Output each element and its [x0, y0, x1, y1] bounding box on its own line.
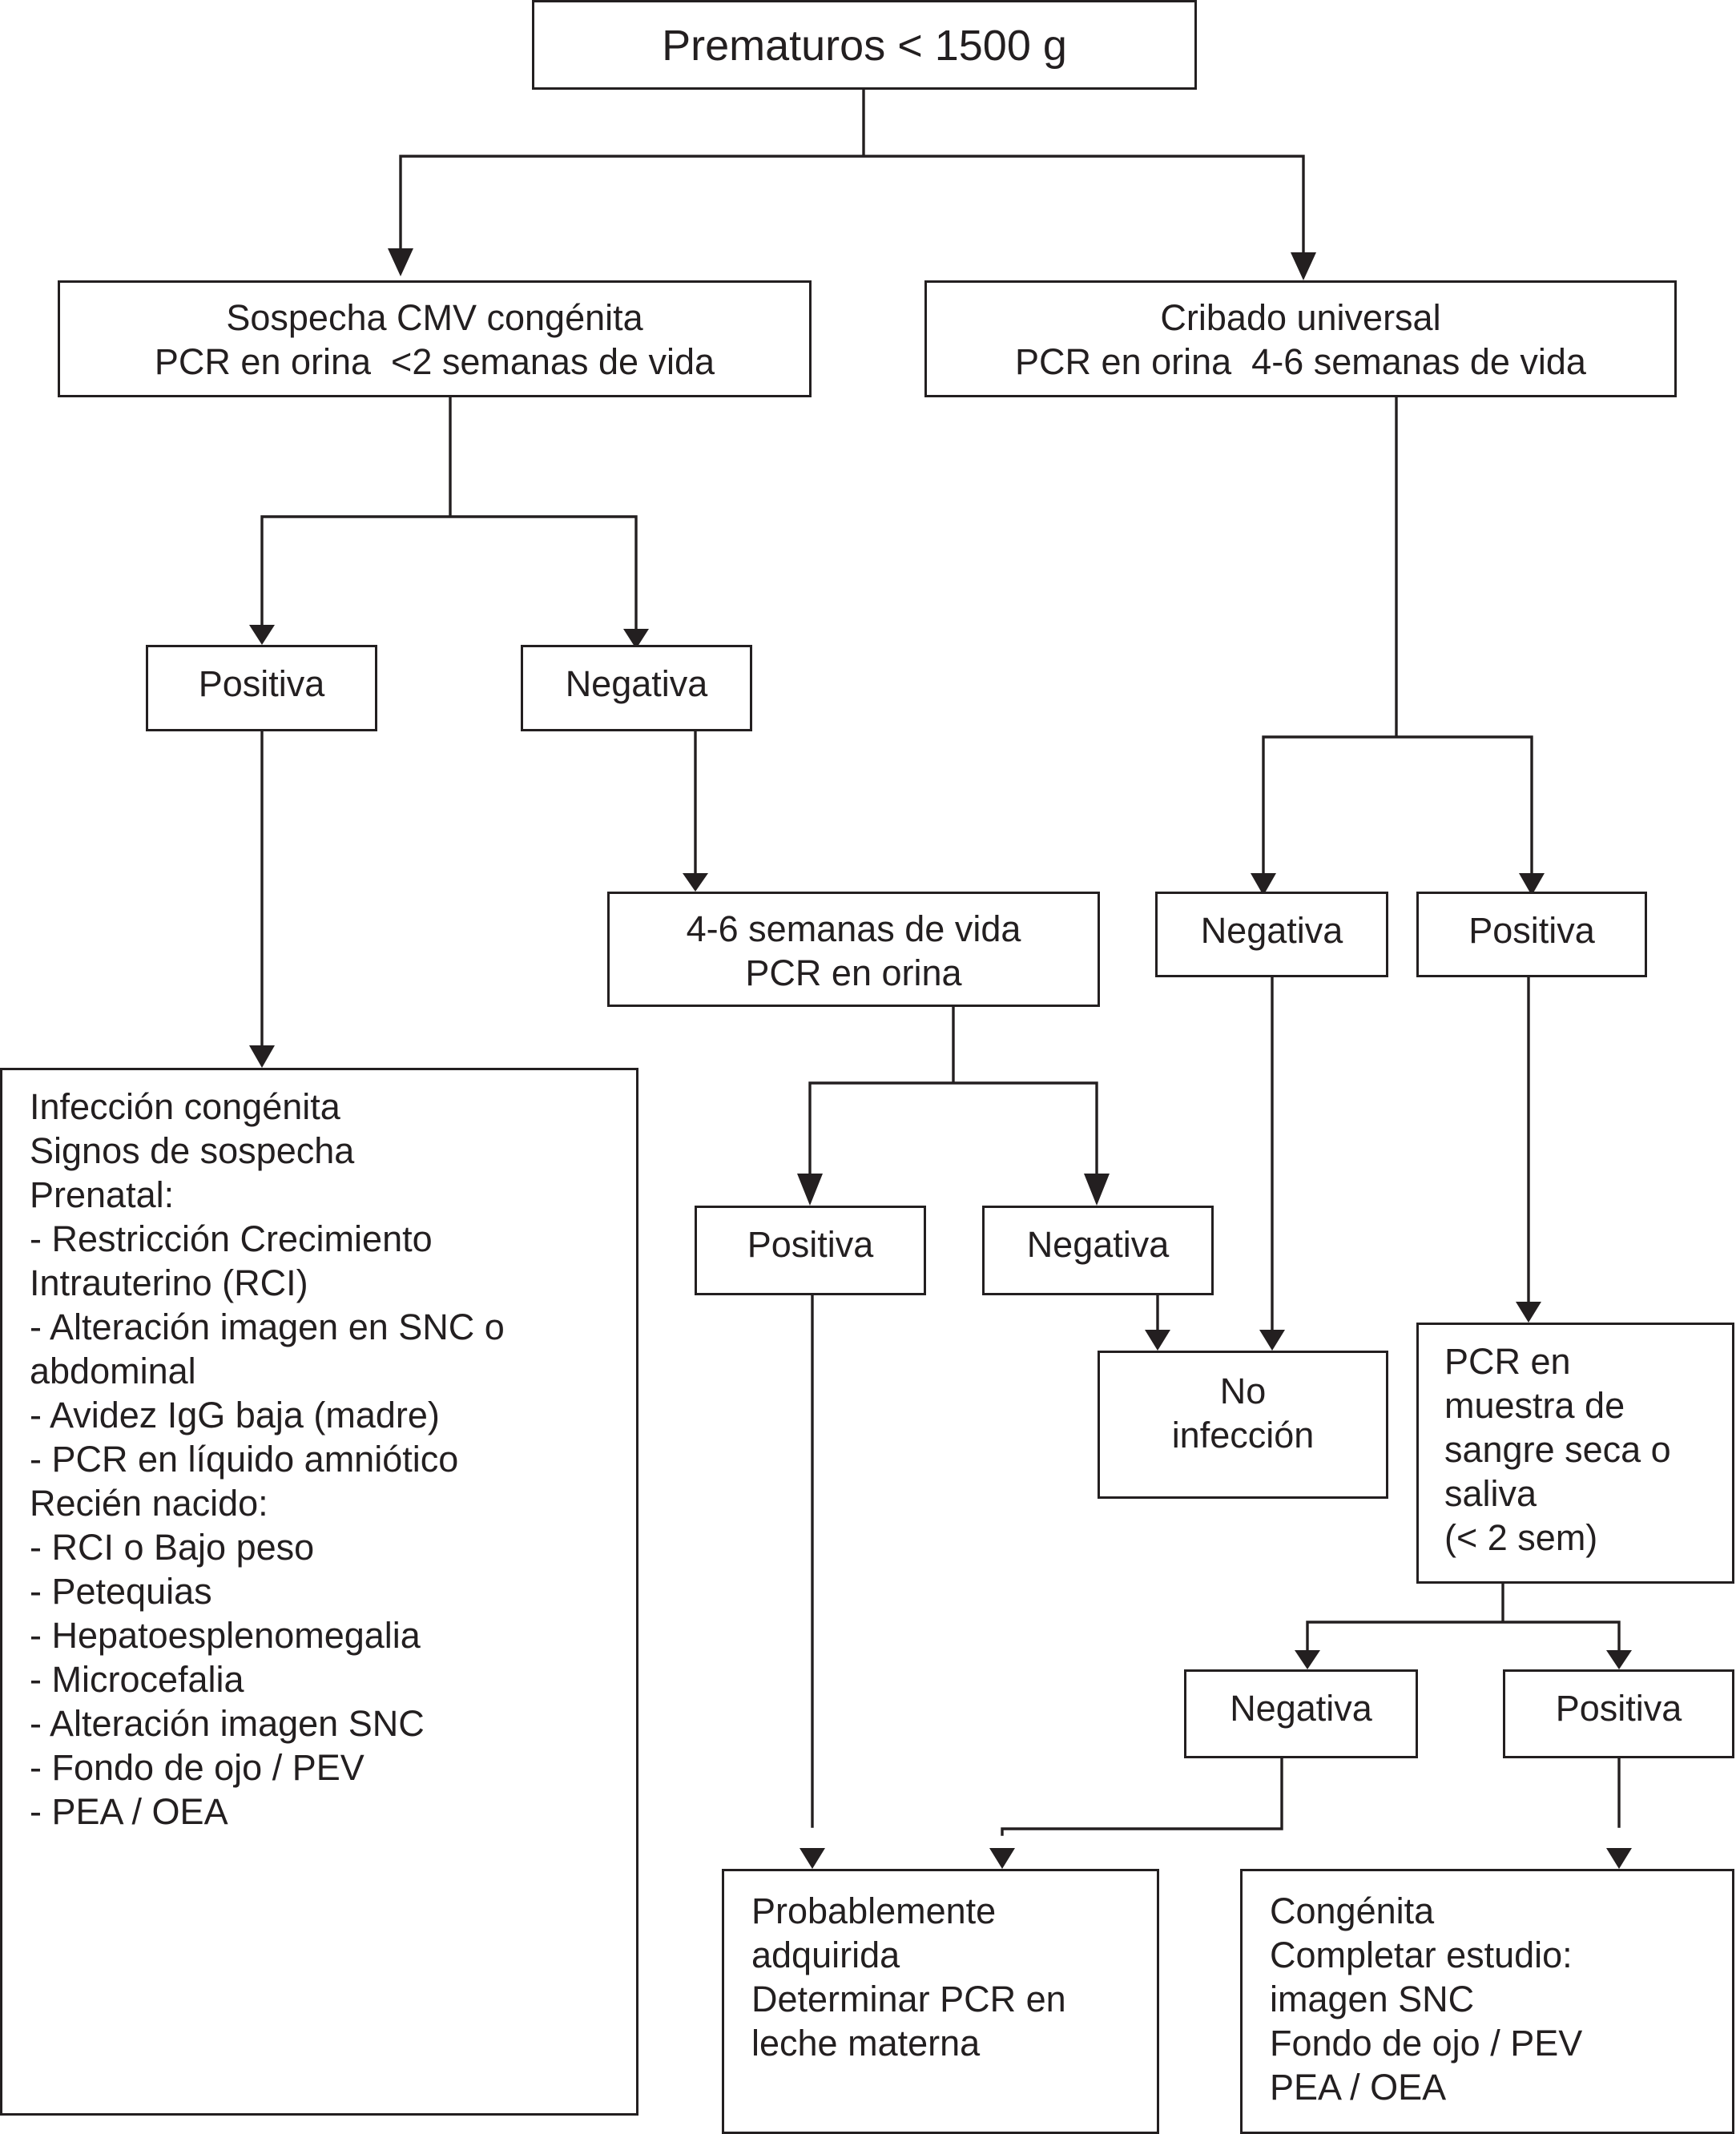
cribado-negativa-box: Negativa	[1155, 892, 1388, 977]
box-text-line: - PEA / OEA	[30, 1791, 228, 1832]
sospecha-positiva-box: Positiva	[146, 645, 377, 731]
arrowhead-repeat-positiva	[797, 1174, 823, 1206]
box-text-line: PCR en orina <2 semanas de vida	[154, 341, 715, 382]
box-text-line: Infección congénita	[30, 1086, 340, 1127]
box-text-line: sangre seca o	[1444, 1429, 1671, 1470]
box-text-line: Congénita	[1270, 1890, 1435, 1931]
box-text-line: Positiva	[1468, 910, 1595, 951]
box-text-line: - Fondo de ojo / PEV	[30, 1747, 365, 1788]
connector-cribado-to-results	[1262, 396, 1533, 875]
repeat-positiva-box: Positiva	[695, 1206, 926, 1295]
box-text-line: Negativa	[1200, 910, 1343, 951]
box-text-line: Negativa	[1026, 1224, 1170, 1265]
box-text-line: PCR en	[1444, 1341, 1571, 1382]
box-text-line: - Alteración imagen en SNC o	[30, 1307, 505, 1347]
box-text-line: PCR en orina 4-6 semanas de vida	[1015, 341, 1586, 382]
arrowhead-congenita	[1606, 1848, 1632, 1869]
dried-positiva-box: Positiva	[1503, 1669, 1734, 1758]
arrowhead-repeat-negativa	[1084, 1174, 1110, 1206]
arrowhead-dried-positiva	[1606, 1650, 1632, 1669]
arrowhead-dried-negativa	[1295, 1650, 1320, 1669]
repeat-negativa-box: Negativa	[982, 1206, 1214, 1295]
arrowhead-dried	[1516, 1302, 1541, 1323]
arrowhead-repeat	[683, 873, 708, 892]
box-text-line: Negativa	[565, 663, 708, 704]
box-text-line: abdominal	[30, 1351, 196, 1391]
box-text-line: - Petequias	[30, 1571, 212, 1612]
box-text-line: Fondo de ojo / PEV	[1270, 2023, 1583, 2064]
box-text-line: PCR en orina	[745, 952, 962, 993]
arrowhead-adquirida-left	[800, 1848, 825, 1869]
connector-dried-negativa-to-adquirida	[1001, 1757, 1283, 1836]
box-text-line: Positiva	[747, 1224, 874, 1265]
box-text-line: - Hepatoesplenomegalia	[30, 1615, 421, 1656]
box-text-line: Prematuros < 1500 g	[662, 22, 1067, 70]
box-text-line: Completar estudio:	[1270, 1935, 1573, 1975]
cribado-positiva-box: Positiva	[1416, 892, 1647, 977]
root-box: Prematuros < 1500 g	[532, 0, 1197, 90]
box-text-line: Determinar PCR en	[751, 1979, 1066, 2019]
sospecha-negativa-box: Negativa	[521, 645, 752, 731]
box-text-line: 4-6 semanas de vida	[686, 908, 1021, 949]
arrowhead-no-infeccion-right	[1259, 1330, 1285, 1351]
arrowhead-cribado-negativa	[1251, 873, 1276, 896]
box-text-line: Signos de sospecha	[30, 1130, 355, 1171]
box-text-line: muestra de	[1444, 1385, 1625, 1426]
box-text-line: Prenatal:	[30, 1174, 175, 1215]
box-text-line: Positiva	[198, 663, 325, 704]
connector-dried-to-results	[1306, 1582, 1621, 1652]
box-text-line: imagen SNC	[1270, 1979, 1475, 2019]
arrowhead-sospecha-positiva	[249, 625, 275, 645]
connector-sospecha-to-results	[260, 396, 638, 630]
box-text-line: Positiva	[1555, 1688, 1682, 1729]
box-text-line: PEA / OEA	[1270, 2067, 1447, 2108]
box-text-line: - Alteración imagen SNC	[30, 1703, 425, 1744]
box-text-line: Cribado universal	[1160, 297, 1441, 338]
box-text-line: Negativa	[1230, 1688, 1372, 1729]
box-text-line: Intrauterino (RCI)	[30, 1262, 308, 1303]
arrowhead-adquirida-right	[989, 1848, 1015, 1869]
arrowhead-cribado-positiva	[1519, 873, 1545, 896]
box-text-line: - RCI o Bajo peso	[30, 1527, 315, 1568]
box-text-line: adquirida	[751, 1935, 900, 1975]
box-text-line: Probablemente	[751, 1890, 997, 1931]
box-text-line: leche materna	[751, 2023, 981, 2064]
arrowhead-cribado	[1291, 252, 1316, 280]
connector-repeat-to-results	[808, 1005, 1098, 1175]
arrowhead-no-infeccion-left	[1145, 1330, 1170, 1351]
box-text-line: Recién nacido:	[30, 1483, 268, 1524]
box-text-line: (< 2 sem)	[1444, 1517, 1598, 1558]
box-text-line: saliva	[1444, 1473, 1537, 1514]
arrowhead-sospecha	[388, 248, 413, 276]
box-text-line: - Microcefalia	[30, 1659, 244, 1700]
box-text-line: - Avidez IgG baja (madre)	[30, 1395, 440, 1435]
box-text-line: - Restricción Crecimiento	[30, 1218, 433, 1259]
dried-negativa-box: Negativa	[1184, 1669, 1418, 1758]
box-text-line: - PCR en líquido amniótico	[30, 1439, 459, 1480]
box-text-line: No	[1219, 1371, 1267, 1411]
connector-root-to-branches	[399, 87, 1305, 254]
arrowhead-infeccion	[249, 1045, 275, 1068]
box-text-line: Sospecha CMV congénita	[226, 297, 643, 338]
arrowhead-sospecha-negativa	[623, 629, 649, 649]
box-text-line: infección	[1171, 1415, 1315, 1456]
